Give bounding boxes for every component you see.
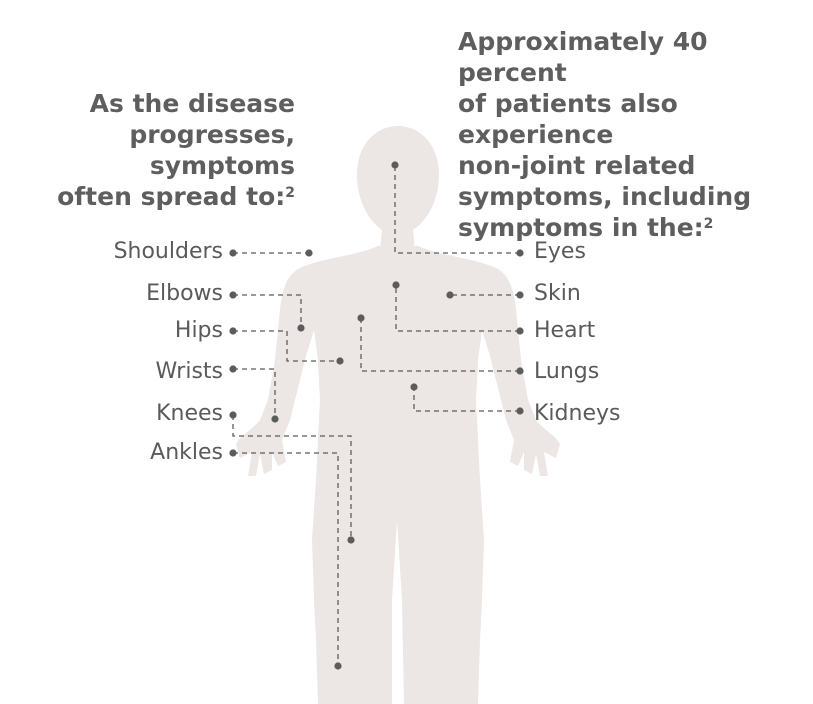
label-hips: Hips: [175, 318, 223, 344]
leader-dot-heart-label: [516, 327, 523, 334]
leader-dot-shoulders-label: [229, 249, 236, 256]
leader-dot-hips-label: [229, 327, 236, 334]
leader-dot-knees-body: [347, 536, 354, 543]
leader-dot-eyes-body: [391, 161, 398, 168]
leader-dot-shoulders-body: [305, 249, 312, 256]
leader-dot-kidneys-body: [410, 383, 417, 390]
leader-dot-wrists-label: [229, 365, 236, 372]
leader-dot-eyes-label: [516, 249, 523, 256]
label-elbows: Elbows: [146, 281, 223, 307]
left-heading-reference: 2: [285, 185, 295, 201]
leader-dot-skin-label: [516, 291, 523, 298]
right-heading-reference: 2: [704, 216, 714, 232]
label-shoulders: Shoulders: [114, 239, 223, 265]
label-knees: Knees: [156, 401, 223, 427]
leader-dot-lungs-label: [516, 367, 523, 374]
leader-dot-skin-body: [446, 291, 453, 298]
label-heart: Heart: [534, 318, 595, 344]
label-skin: Skin: [534, 281, 581, 307]
label-kidneys: Kidneys: [534, 401, 620, 427]
leader-dot-elbows-body: [297, 324, 304, 331]
leader-dot-kidneys-label: [516, 407, 523, 414]
label-wrists: Wrists: [156, 359, 223, 385]
leader-dot-hips-body: [336, 357, 343, 364]
leader-dot-elbows-label: [229, 291, 236, 298]
right-heading: Approximately 40 percent of patients als…: [458, 26, 813, 248]
leader-dot-heart-body: [392, 281, 399, 288]
leader-dot-ankles-body: [334, 662, 341, 669]
leader-dot-knees-label: [229, 411, 236, 418]
label-eyes: Eyes: [534, 239, 586, 265]
leader-dot-wrists-body: [271, 415, 278, 422]
leader-dot-ankles-label: [229, 449, 236, 456]
left-heading: As the disease progresses, symptoms ofte…: [0, 88, 295, 217]
label-lungs: Lungs: [534, 359, 599, 385]
leader-dot-lungs-body: [357, 314, 364, 321]
label-ankles: Ankles: [150, 440, 223, 466]
